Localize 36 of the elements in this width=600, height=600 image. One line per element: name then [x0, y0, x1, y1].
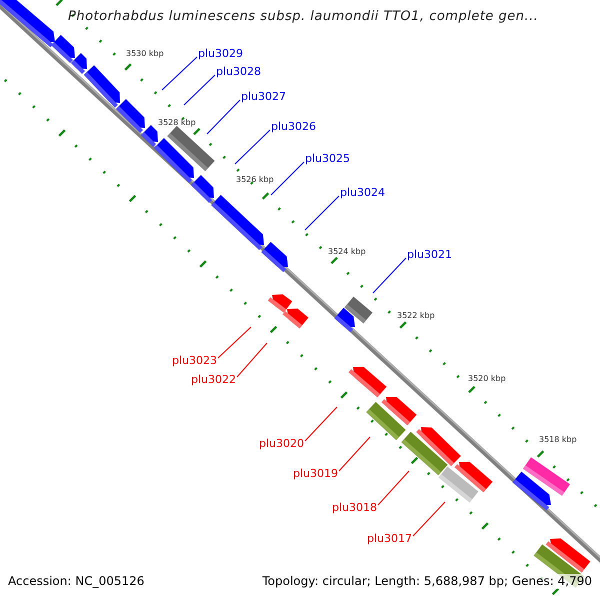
- leader-line: [304, 406, 338, 442]
- gene-label: plu3027: [241, 90, 286, 104]
- scale-label: 3524 kbp: [328, 247, 366, 257]
- gene-label: plu3025: [305, 152, 350, 166]
- scale-label: 3526 kbp: [236, 175, 274, 185]
- leader-line: [378, 470, 410, 506]
- leader-line: [234, 130, 270, 164]
- title: Photorhabdus luminescens subsp. laumondii TTO1, complete gen...: [68, 9, 538, 25]
- gene-label: plu3020: [258, 437, 304, 451]
- leader-line: [372, 258, 406, 294]
- leader-line: [206, 100, 240, 134]
- gene-label: plu3028: [216, 65, 262, 79]
- gene-label: plu3018: [332, 501, 377, 515]
- leader-line: [338, 436, 370, 472]
- genome-info-text: Topology: circular; Length: 5,688,987 bp; Genes: 4,790: [262, 574, 592, 589]
- leader-line: [236, 342, 268, 378]
- scale-label: 3528 kbp: [158, 118, 196, 128]
- leader-line: [218, 326, 252, 358]
- scale-label: 3530 kbp: [126, 49, 164, 59]
- gene-label: plu3019: [292, 467, 338, 481]
- gene-label: plu3023: [172, 354, 217, 368]
- scale-label: 3518 kbp: [539, 435, 577, 445]
- gene-label: plu3026: [271, 120, 316, 134]
- scale-label: 3520 kbp: [468, 374, 506, 384]
- scale-label: 3522 kbp: [397, 311, 435, 321]
- gene-label: plu3017: [366, 532, 412, 546]
- leader-line: [162, 56, 198, 90]
- leader-line: [184, 74, 216, 106]
- leader-line: [270, 162, 304, 196]
- gene-label: plu3024: [340, 186, 386, 200]
- gene-label: plu3021: [407, 248, 452, 262]
- gene-label: plu3022: [190, 373, 236, 387]
- accession-text: Accession: NC_005126: [8, 574, 144, 589]
- leader-line: [412, 502, 446, 536]
- leader-line: [304, 196, 340, 230]
- gene-label: plu3029: [198, 47, 244, 61]
